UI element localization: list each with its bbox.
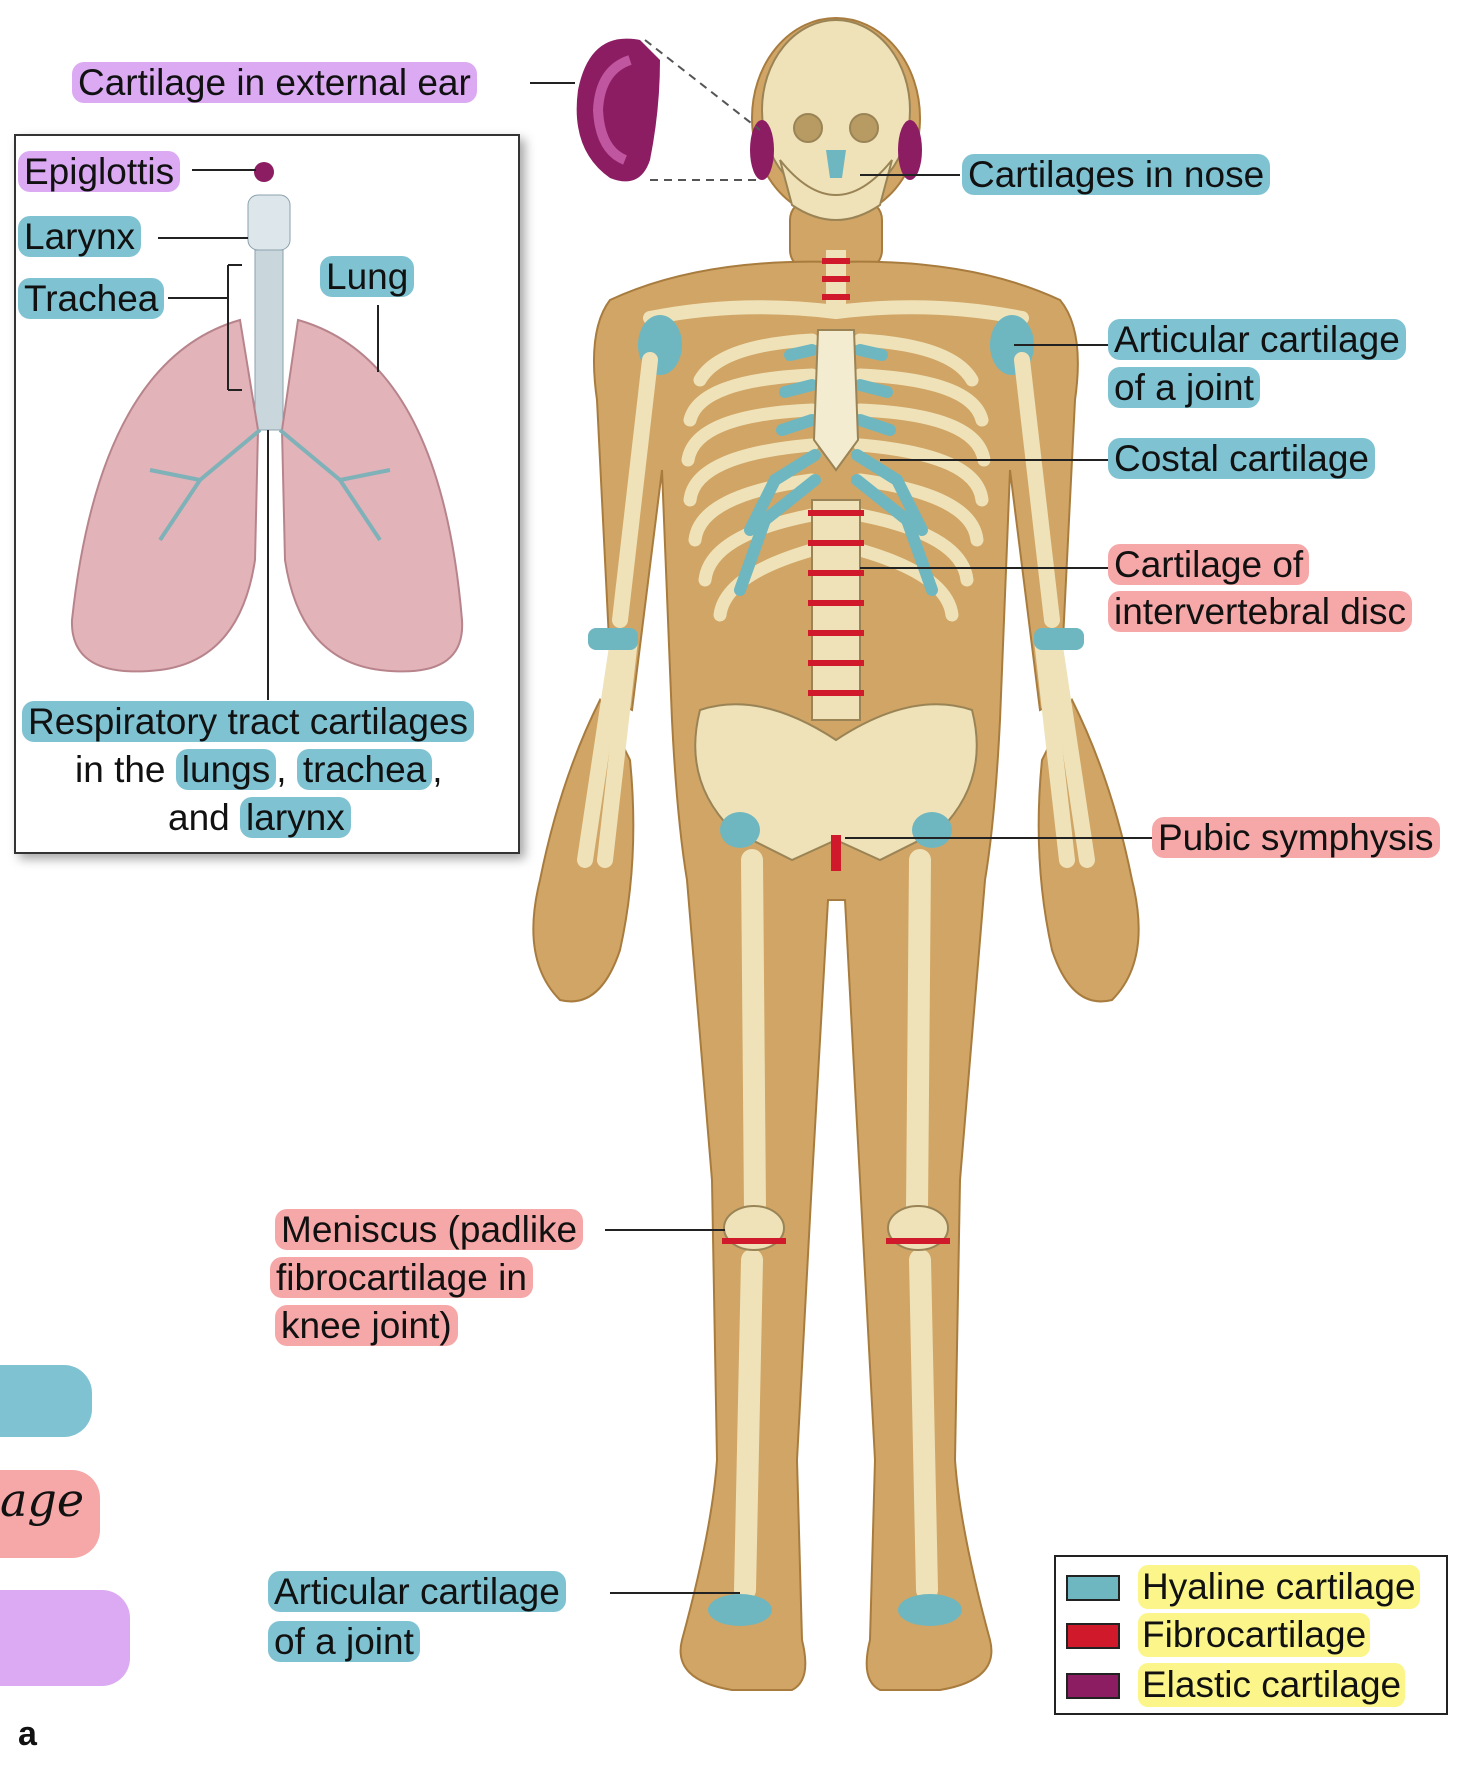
larynx-inline-text: larynx — [240, 797, 351, 838]
legend: Hyaline cartilage Fibrocartilage Elastic… — [1054, 1555, 1448, 1715]
panel-letter-text: a — [18, 1715, 37, 1753]
label-meniscus-1: Meniscus (padlike — [275, 1208, 583, 1252]
panel-letter: a — [18, 1712, 37, 1756]
articular-upper-text-1: Articular cartilage — [1108, 319, 1406, 360]
label-meniscus-3: knee joint) — [275, 1304, 458, 1348]
comma-text: , — [276, 749, 286, 790]
label-epiglottis: Epiglottis — [18, 150, 180, 194]
label-nose-cartilage: Cartilages in nose — [962, 153, 1270, 197]
lungs-text: lungs — [176, 749, 276, 790]
lumbar-spine — [808, 500, 864, 720]
trachea-text: Trachea — [18, 278, 164, 319]
label-articular-lower-1: Articular cartilage — [268, 1570, 566, 1614]
label-trachea: Trachea — [18, 277, 164, 321]
meniscus-text-3: knee joint) — [275, 1305, 458, 1346]
pubic-symphysis-mark — [831, 835, 841, 871]
label-disc-2: intervertebral disc — [1108, 590, 1412, 634]
disc-text-2: intervertebral disc — [1108, 591, 1412, 632]
label-respiratory-line1: Respiratory tract cartilages — [22, 700, 474, 744]
fibro-swatch — [1066, 1623, 1120, 1649]
hip-left-cartilage — [720, 812, 760, 848]
pubic-text: Pubic symphysis — [1152, 817, 1440, 858]
legend-hyaline-text: Hyaline cartilage — [1138, 1565, 1420, 1609]
label-articular-upper-2: of a joint — [1108, 366, 1260, 410]
respiratory-text: Respiratory tract cartilages — [22, 701, 474, 742]
handwritten-note: age — [0, 1478, 84, 1522]
elbow-left-cartilage — [588, 628, 638, 650]
and-text: and — [168, 797, 230, 838]
lung-text: Lung — [320, 256, 414, 297]
legend-fibro-text: Fibrocartilage — [1138, 1613, 1370, 1657]
elastic-swatch — [1066, 1673, 1120, 1699]
in-the-text: in the — [75, 749, 166, 790]
larynx-text: Larynx — [18, 216, 141, 257]
label-costal-cartilage: Costal cartilage — [1108, 437, 1375, 481]
label-articular-lower-2: of a joint — [268, 1620, 420, 1664]
purple-marker-stroke — [0, 1590, 130, 1686]
shoulder-girdle — [650, 307, 1022, 318]
label-meniscus-2: fibrocartilage in — [270, 1256, 533, 1300]
blue-marker-stroke — [0, 1365, 92, 1437]
ear-right-mark — [898, 120, 922, 180]
hyaline-swatch — [1066, 1575, 1120, 1601]
label-articular-upper-1: Articular cartilage — [1108, 318, 1406, 362]
epiglottis-text: Epiglottis — [18, 151, 180, 192]
foot-cartilages — [708, 1594, 962, 1626]
meniscus-text-1: Meniscus (padlike — [275, 1209, 583, 1250]
label-pubic-symphysis: Pubic symphysis — [1152, 816, 1440, 860]
articular-lower-text-2: of a joint — [268, 1621, 420, 1662]
external-ear — [577, 39, 760, 182]
hip-right-cartilage — [912, 812, 952, 848]
knee-cartilages — [722, 1206, 950, 1250]
articular-lower-text-1: Articular cartilage — [268, 1571, 566, 1612]
handwritten-text: age — [0, 1473, 84, 1527]
comma-text: , — [432, 749, 442, 790]
nose-text: Cartilages in nose — [962, 154, 1270, 195]
sternum — [814, 330, 858, 470]
legend-elastic-text: Elastic cartilage — [1138, 1663, 1405, 1707]
trachea-inline-text: trachea — [297, 749, 432, 790]
label-lung: Lung — [320, 255, 414, 299]
ear-left-mark — [750, 120, 774, 180]
ear-label-text: Cartilage in external ear — [72, 62, 477, 103]
costal-text: Costal cartilage — [1108, 438, 1375, 479]
label-ear-cartilage: Cartilage in external ear — [72, 61, 477, 105]
articular-upper-text-2: of a joint — [1108, 367, 1260, 408]
label-respiratory-line2: in the lungs, trachea, — [75, 748, 443, 792]
disc-text-1: Cartilage of — [1108, 544, 1309, 585]
label-larynx: Larynx — [18, 215, 141, 259]
label-disc-1: Cartilage of — [1108, 543, 1309, 587]
meniscus-text-2: fibrocartilage in — [270, 1257, 533, 1298]
label-respiratory-line3: and larynx — [168, 796, 351, 840]
elbow-right-cartilage — [1034, 628, 1084, 650]
